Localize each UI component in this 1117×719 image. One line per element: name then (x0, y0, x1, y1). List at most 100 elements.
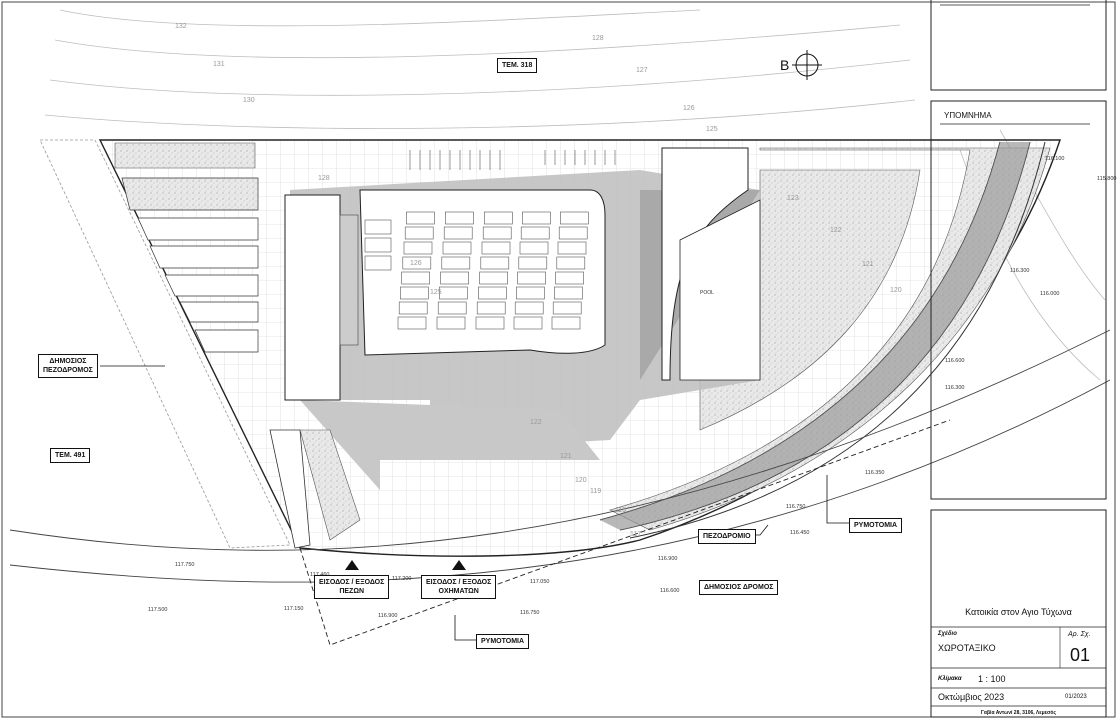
roof-panel (476, 301, 506, 315)
drawing-name: ΧΩΡΟΤΑΞΙΚΟ (938, 643, 996, 653)
contour-label: 122 (830, 227, 842, 234)
plot-491-label: ΤΕΜ. 491 (50, 448, 91, 463)
north-label: Β (780, 57, 790, 73)
office-address: Γαβία Αντωνί 28, 3106, Λεμεσός (980, 710, 1057, 716)
public-road-edge (9, 329, 1111, 551)
roof-panel (400, 286, 429, 300)
roof-panel (517, 271, 546, 285)
contour-label: 131 (213, 61, 225, 68)
roof-panel (484, 211, 513, 225)
garden-top (114, 142, 256, 169)
contour-label: 128 (318, 175, 330, 182)
svg-text:116.450: 116.450 (790, 530, 809, 536)
roof-panel (442, 241, 472, 255)
pedestrian-entrance-marker (345, 560, 359, 570)
contour-label: 121 (560, 453, 572, 460)
roof-panel (437, 301, 467, 315)
roof-panel (552, 301, 582, 315)
public-footpath-strip (39, 139, 291, 549)
roof-panel (518, 256, 548, 270)
roof-panel (560, 211, 589, 225)
top-panel-frame (930, 0, 1107, 91)
contour-label: 123 (787, 195, 799, 202)
roof-panel (479, 271, 508, 285)
contour-label: 125 (706, 126, 718, 133)
svg-text:116.750: 116.750 (786, 504, 805, 510)
pedestrian-entrance-label: ΕΙΣΟΔΟΣ / ΕΞΟΔΟΣ ΠΕΖΩΝ (314, 575, 390, 599)
svg-text:116.000: 116.000 (1040, 291, 1059, 297)
roof-panel (555, 271, 584, 285)
contour-label: 119 (590, 488, 601, 495)
entrance-stair (269, 429, 311, 549)
svg-text:116.600: 116.600 (945, 358, 964, 364)
roof-panel (398, 301, 428, 315)
roof-panel (557, 241, 587, 255)
pool-label: POOL (700, 290, 714, 296)
roof-panel (554, 286, 583, 300)
contour-label: 118 (615, 507, 626, 514)
street-line-label-bottom: ΡΥΜΟΤΟΜΙΑ (476, 634, 530, 649)
roof-panel (556, 256, 586, 270)
contour-label: 130 (243, 97, 255, 104)
north-arrow (792, 50, 822, 80)
roof-panel (516, 286, 545, 300)
svg-text:117.050: 117.050 (530, 579, 549, 585)
roof-panel (558, 226, 588, 240)
vehicle-entrance-label: ΕΙΣΟΔΟΣ / ΕΞΟΔΟΣ ΟΧΗΜΑΤΩΝ (421, 575, 497, 599)
roof-panel (401, 271, 430, 285)
terrace-steps (121, 177, 259, 353)
roof-panel (513, 316, 543, 330)
roof-panel (522, 211, 551, 225)
scale-value: 1 : 100 (978, 674, 1006, 684)
contour-label: 120 (890, 287, 902, 294)
contour-label: 121 (862, 261, 874, 268)
public-road-label: ΔΗΜΟΣΙΟΣ ΔΡΟΜΟΣ (699, 580, 779, 595)
garden-area (699, 169, 921, 431)
street-line-label-right: ΡΥΜΟΤΟΜΙΑ (849, 518, 903, 533)
svg-text:116.900: 116.900 (658, 556, 677, 562)
roof-panel (364, 255, 392, 271)
drawing-label: Σχέδιο (938, 631, 957, 637)
contour-label: 126 (410, 260, 422, 267)
roof-panel (519, 241, 549, 255)
contour-label: 126 (683, 105, 695, 112)
public-footpath-label: ΔΗΜΟΣΙΟΣ ΠΕΖΟΔΡΟΜΟΣ (38, 354, 98, 378)
roof-panel (402, 256, 432, 270)
contour-label: 122 (530, 419, 542, 426)
roof-panel (520, 226, 550, 240)
roof-panel (440, 271, 469, 285)
contour-label: 127 (636, 67, 648, 74)
date-value: Οκτώμβιος 2023 (938, 692, 1005, 702)
roof-panel (397, 316, 427, 330)
svg-text:116.300: 116.300 (1010, 268, 1029, 274)
roof-panel (514, 301, 544, 315)
roof-panel (406, 211, 435, 225)
parking-stripes (409, 150, 616, 170)
contour-label: 132 (175, 23, 187, 30)
legend-title: ΥΠΟΜΝΗΜΑ (944, 111, 992, 120)
sidewalk-label: ΠΕΖΟΔΡΟΜΙΟ (698, 529, 756, 544)
roof-panel (475, 316, 505, 330)
drawing-code: 01/2023 (1065, 694, 1087, 700)
house-left-wing (284, 194, 341, 401)
roof-panel (443, 226, 473, 240)
svg-text:116.900: 116.900 (378, 613, 397, 619)
contour-label: 128 (592, 35, 604, 42)
title-block-frame (930, 509, 1107, 718)
street-alignment (299, 419, 951, 646)
shadow-lower (300, 400, 600, 490)
contour-label: 117 (630, 531, 641, 538)
svg-text:116.100: 116.100 (1045, 156, 1064, 162)
roof-panel (482, 226, 512, 240)
roof-panel (439, 286, 468, 300)
roof-panel (478, 286, 507, 300)
roof-panel (445, 211, 474, 225)
roof-panel (441, 256, 471, 270)
plot-318-label: ΤΕΜ. 318 (497, 58, 538, 73)
vehicle-entrance-marker (452, 560, 466, 570)
roof-panel (364, 219, 392, 235)
roof-panels (364, 211, 589, 330)
roof-panel (403, 241, 433, 255)
roof-panel (481, 241, 511, 255)
